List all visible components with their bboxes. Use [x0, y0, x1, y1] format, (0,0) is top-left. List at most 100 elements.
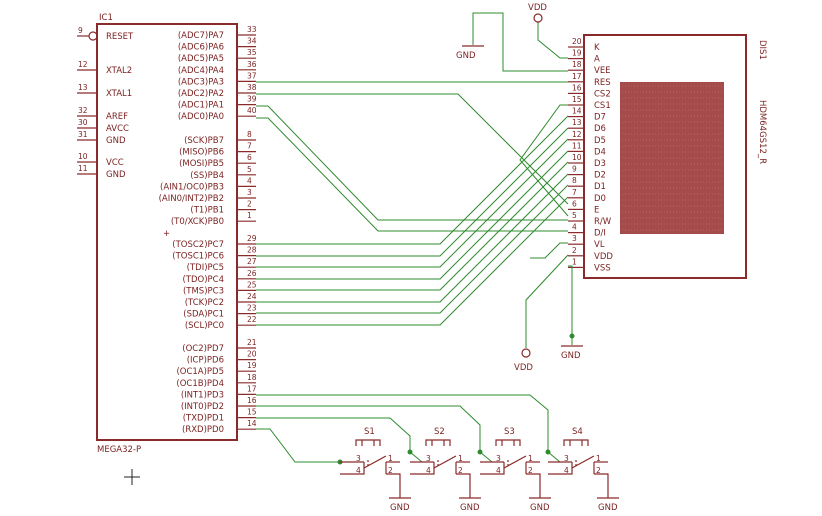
ic1-pin-label: (ADC5)PA5: [178, 54, 224, 64]
ic1-pin-label: (TDI)PC5: [187, 263, 224, 273]
wire-pa1-rw: [256, 105, 568, 221]
dis1-pin-number: 5: [572, 211, 577, 220]
ic1-pin-number: 32: [78, 106, 88, 115]
ic1-pin-label: (AIN0/INT2)PB2: [159, 194, 224, 204]
ic1-pin-number: 3: [247, 188, 252, 197]
ic1-pin-number: 20: [247, 350, 257, 359]
dis1-pin-number: 14: [572, 107, 582, 116]
ic1-pin-number: 27: [247, 257, 257, 266]
ic1-pin-label: XTAL1: [106, 89, 132, 99]
ic1-pin-number: 7: [247, 142, 252, 151]
ic1-pin-label: (TDO)PC4: [182, 275, 224, 285]
wire-pc1-d1: [256, 184, 569, 314]
gnd-label: GND: [530, 503, 550, 513]
switch-name: S2: [434, 427, 445, 437]
ic1-pin-number: 38: [247, 83, 257, 92]
ic1-pin-label: AVCC: [106, 124, 129, 134]
origin-cross: +: [163, 229, 170, 239]
vdd-top-circle: [533, 13, 543, 23]
ic1-pin-number: 36: [247, 60, 257, 69]
ic1-pin-label: (MISO)PB6: [179, 148, 224, 158]
ic1-pin-number: 19: [247, 361, 257, 370]
ic1-pin-number: 15: [247, 408, 257, 417]
switch-name: S4: [572, 427, 583, 437]
switch-pin-number: 4: [564, 466, 569, 475]
ic1-pin-label: (T1)PB1: [190, 206, 224, 216]
wire-pd1: [256, 417, 423, 463]
wire-cs1: [519, 104, 569, 217]
dis1-pin-number: 2: [572, 246, 577, 255]
cursor-crosshair-icon: [124, 469, 140, 485]
ic1-pin-number: 5: [247, 165, 252, 174]
ic1-pin-number: 39: [247, 95, 257, 104]
dis1-pin-label: CS1: [594, 101, 611, 111]
ic1-pin-label: (T0/XCK)PB0: [171, 217, 224, 227]
ic1-pin-number: 14: [247, 419, 257, 428]
switch-pin-number: 3: [564, 454, 569, 463]
switch-pin-number: 1: [596, 454, 601, 463]
ic1-pin-number: 40: [247, 106, 257, 115]
ic1-pin-label: (RXD)PD0: [182, 425, 224, 435]
switch-pin-number: 2: [596, 466, 601, 475]
ic1-pin-label: (SDA)PC1: [183, 310, 224, 320]
wire-vdd-a: [537, 22, 568, 59]
ic1-pin-number: 4: [247, 176, 252, 185]
dis1-part: HDM64GS12_R: [757, 100, 767, 164]
ic1-pin-label: (TOSC2)PC7: [172, 240, 224, 250]
ic1-pin-number: 8: [247, 130, 252, 139]
dis1-pin-label: R/W: [594, 217, 612, 227]
junction-vss: [569, 333, 575, 339]
dis1-pin-number: 20: [572, 37, 582, 46]
dis1-pins: 20K19A18VEE17RES16CS215CS114D713D612D511…: [568, 37, 613, 273]
ic1-pin-number: 25: [247, 280, 257, 289]
ic1-pin-number: 35: [247, 48, 257, 57]
wire-vee: [472, 12, 568, 72]
switch-pin-number: 3: [426, 454, 431, 463]
ic1-pin-label: (TXD)PD1: [183, 414, 224, 424]
dis1-pin-number: 10: [572, 153, 582, 162]
ic1-pin-number: 33: [247, 25, 257, 34]
switch-pin-number: 2: [388, 466, 393, 475]
wire-pd2: [256, 405, 493, 463]
dis1-pin-label: D5: [594, 136, 606, 146]
ic1-pin-number: 23: [247, 304, 257, 313]
ic1-pin-label: (INT1)PD3: [181, 390, 224, 400]
gnd-label: GND: [460, 503, 480, 513]
ic1-pin-number: 11: [78, 164, 88, 173]
ic1-pin-number: 10: [78, 152, 88, 161]
dis1-pin-label: VL: [594, 240, 605, 250]
dis1-lcd-screen: [620, 82, 724, 234]
dis1-pin-number: 17: [572, 72, 582, 81]
dis1-pin-number: 1: [572, 257, 577, 266]
wire-pa2-cs2: [256, 93, 569, 205]
ic1-pin-number: 21: [247, 338, 257, 347]
dis1-pin-number: 16: [572, 83, 582, 92]
wire-vdd-bottom: [525, 254, 569, 348]
ic1-reset-bubble-icon: [88, 31, 98, 41]
ic1-pin-number: 30: [78, 118, 88, 127]
junction-s2: [407, 449, 413, 455]
ic1-pin-label: (OC1A)PD5: [176, 367, 224, 377]
wire-pc0-d0: [256, 196, 569, 326]
supply-symbols: GND VDD VDD GND: [456, 3, 583, 373]
ic1-body: [96, 23, 238, 441]
switch-pin-number: 1: [528, 454, 533, 463]
dis1-pin-label: D/I: [594, 229, 606, 239]
switch-name: S3: [504, 427, 515, 437]
ic1-pin-label: (ADC0)PA0: [178, 112, 224, 122]
wire-vl: [530, 242, 568, 259]
wire-pc5-d5: [256, 138, 569, 268]
ic1-pin-label: (TCK)PC2: [185, 298, 224, 308]
dis1-pin-label: VEE: [594, 66, 611, 76]
ic1-pin-number: 28: [247, 246, 257, 255]
dis1-pin-number: 4: [572, 223, 577, 232]
ic1-pin-label: (OC1B)PD4: [176, 379, 224, 389]
ic1-pin-label: (TMS)PC3: [183, 286, 224, 296]
dis1-pin-label: D2: [594, 171, 606, 181]
wire-pa0-di: [256, 117, 568, 232]
dis1-name: DIS1: [757, 40, 767, 60]
switch-pin-number: 2: [528, 466, 533, 475]
